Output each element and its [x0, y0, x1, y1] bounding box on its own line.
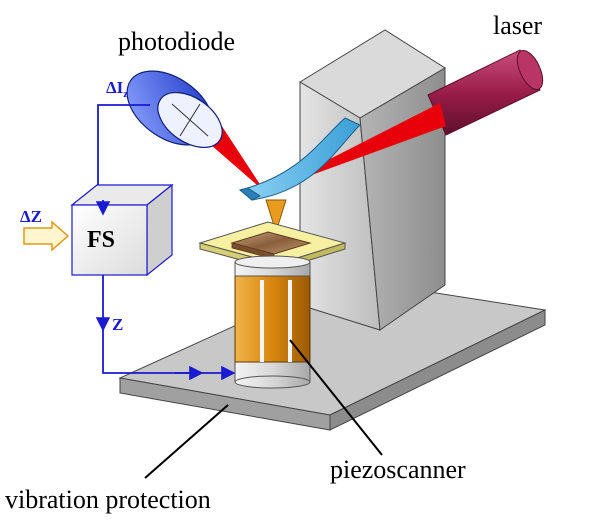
- z-label: Z: [112, 315, 123, 334]
- fs-label: FS: [87, 227, 115, 253]
- laser-body: [427, 49, 544, 136]
- fs-block: FS: [70, 183, 174, 277]
- photodiode-icon: [126, 70, 223, 149]
- delta-z-label: ΔZ: [20, 207, 42, 226]
- piezoscanner-label: piezoscanner: [330, 455, 466, 484]
- feedback-loop: [95, 104, 236, 381]
- cantilever: [238, 117, 361, 201]
- piezoscanner-pointer: [289, 339, 383, 456]
- vibration-protection-label: vibration protection: [5, 485, 211, 514]
- base-plate: [118, 277, 547, 431]
- probe-tip: [265, 199, 287, 234]
- piezoscanner-cylinder: [234, 255, 311, 389]
- photodiode-label: photodiode: [118, 27, 235, 56]
- hollow-right-arrow-icon: [23, 220, 70, 252]
- delta-iz-label: ΔIz: [106, 78, 128, 100]
- sample: [230, 231, 312, 260]
- laser-label: laser: [493, 11, 542, 40]
- vibration-protection-pointer: [144, 404, 229, 479]
- pillar: [299, 29, 446, 331]
